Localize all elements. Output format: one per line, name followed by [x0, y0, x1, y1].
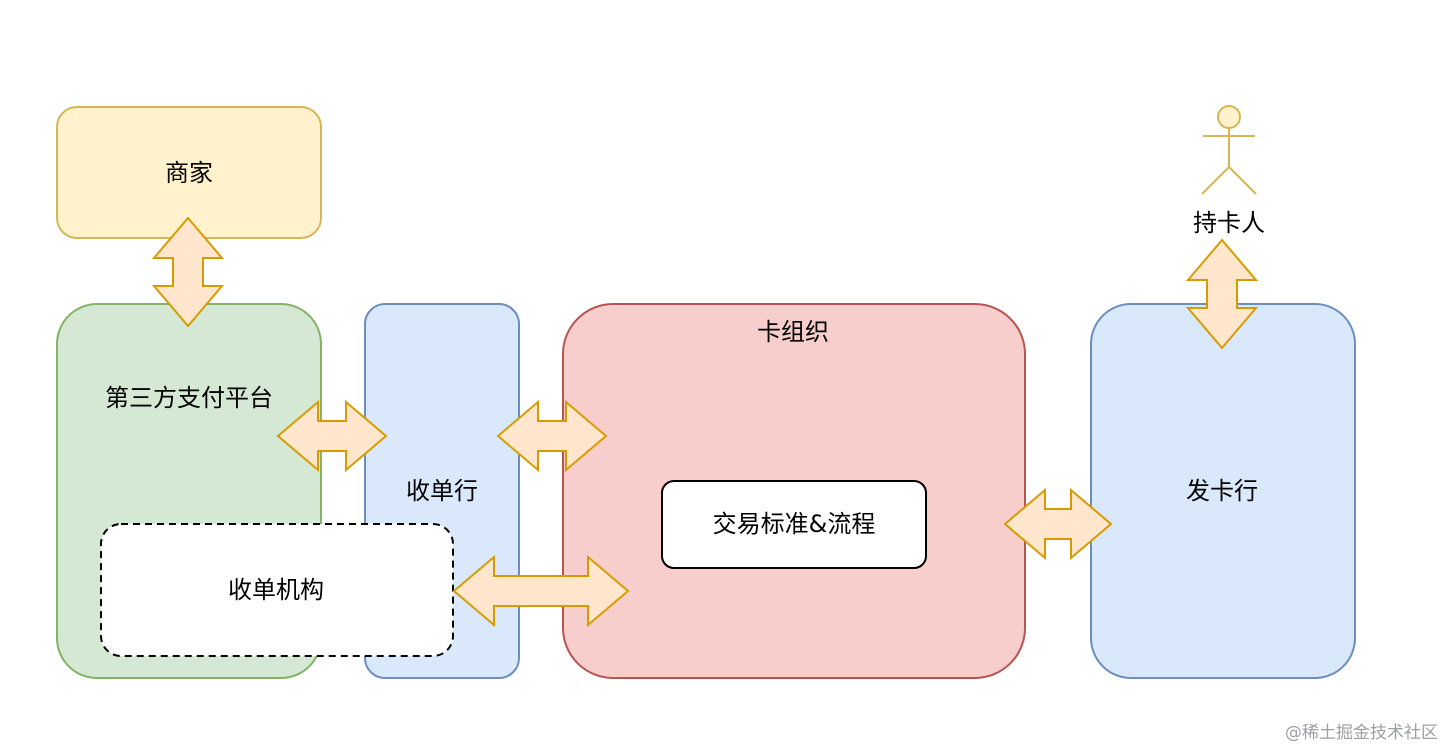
cardholder-label: 持卡人 [1193, 209, 1265, 237]
issuer-bank-label: 发卡行 [1186, 477, 1258, 505]
arrow-institution-cardorg [452, 554, 630, 628]
transaction-standard-node: 交易标准&流程 [661, 480, 927, 569]
transaction-standard-label: 交易标准&流程 [713, 510, 876, 538]
third-party-payment-label: 第三方支付平台 [105, 384, 273, 412]
arrow-acquirer-cardorg [496, 399, 608, 473]
watermark-text: @稀土掘金技术社区 [1285, 723, 1438, 743]
acquirer-bank-label: 收单行 [406, 477, 478, 505]
arrow-platform-acquirer [276, 399, 388, 473]
acquiring-institution-label: 收单机构 [228, 576, 324, 604]
arrow-cardorg-issuer [1003, 487, 1113, 561]
issuer-bank-node: 发卡行 [1090, 303, 1356, 679]
arrow-merchant-platform [151, 216, 225, 328]
person-icon [1201, 105, 1257, 195]
acquiring-institution-node: 收单机构 [100, 523, 454, 657]
arrow-cardholder-issuer [1185, 238, 1259, 350]
merchant-label: 商家 [165, 159, 213, 187]
merchant-node: 商家 [56, 106, 322, 239]
card-organization-label: 卡组织 [757, 318, 829, 346]
